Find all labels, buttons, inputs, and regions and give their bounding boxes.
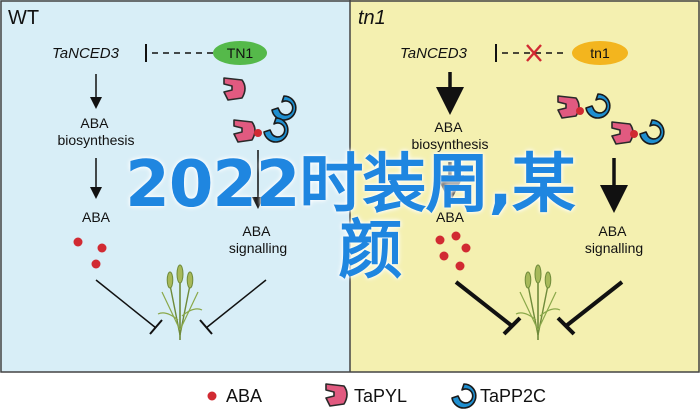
left-panel-background [0,0,350,420]
right-inhibition-bar-signalling [556,316,576,336]
left-aba-signalling-label: ABA signalling [229,223,287,256]
tn1-protein-icon [213,41,267,65]
legend-background [0,372,700,420]
legend-item-tapyl: TaPYL [354,386,407,406]
left-panel-title: WT [8,7,39,29]
legend-item-tapp2c: TaPP2C [480,386,546,406]
frame-border [0,0,700,373]
left-signalling-line-1: ABA [242,223,271,239]
right-inhibition-line-aba [454,280,514,328]
left-aba-label: ABA [82,209,111,225]
left-inhibition-bar-signalling [199,319,213,335]
left-tn-label: TN1 [227,45,254,61]
aba-molecule-icon [630,130,638,138]
right-signalling-line-1: ABA [598,223,627,239]
legend: ABA TaPYL TaPP2C [207,383,546,409]
aba-molecule-icon [451,231,461,241]
left-panel: WT TaNCED3 TN1 ABA biosynthesis ABA ABA … [8,7,297,341]
right-panel-title: tn1 [358,7,386,29]
left-inhibition-bar-aba [149,319,163,335]
left-signalling-line-2: signalling [229,240,287,256]
right-biosynthesis-line-2: biosynthesis [411,136,488,152]
aba-molecule-icon [91,259,101,269]
aba-molecule-icon [461,243,471,253]
left-biosynthesis-line-1: ABA [80,115,109,131]
red-dot-icon [207,391,217,401]
aba-molecule-icon [97,243,107,253]
aba-molecule-icon [435,235,445,245]
tn1-mutant-protein-icon [572,41,628,65]
overlay-line-1: 2022时装周,某 [125,148,575,222]
right-inhibition-bar-aba [502,316,522,336]
left-inhibition-line-signalling [205,279,267,329]
right-panel-background [350,0,700,420]
watermark-overlay-text: 2022时装周,某 颜 [0,152,700,284]
left-gene-label: TaNCED3 [52,45,120,62]
aba-molecule-icon [576,107,584,115]
right-signalling-line-2: signalling [585,240,643,256]
right-biosynthesis-line-1: ABA [434,119,463,135]
blocked-interaction-icon [526,44,542,62]
aba-molecule-icon [73,237,83,247]
left-biosynthesis-line-2: biosynthesis [57,132,134,148]
left-inhibition-line-aba [95,279,157,329]
right-aba-signalling-label: ABA signalling [585,223,643,256]
aba-molecule-icon [439,251,449,261]
right-aba-label: ABA [436,209,465,225]
overlay-line-2: 颜 [338,214,403,288]
right-inhibition-line-signalling [564,280,624,328]
right-gene-label: TaNCED3 [400,45,468,62]
aba-molecule-icon [254,129,262,137]
right-tn-label: tn1 [590,45,610,61]
legend-item-aba: ABA [226,386,262,406]
right-aba-biosynthesis-label: ABA biosynthesis [411,119,488,152]
right-panel: tn1 TaNCED3 tn1 ABA biosynthesis ABA ABA [358,7,665,341]
aba-molecule-icon [455,261,465,271]
left-aba-biosynthesis-label: ABA biosynthesis [57,115,134,148]
